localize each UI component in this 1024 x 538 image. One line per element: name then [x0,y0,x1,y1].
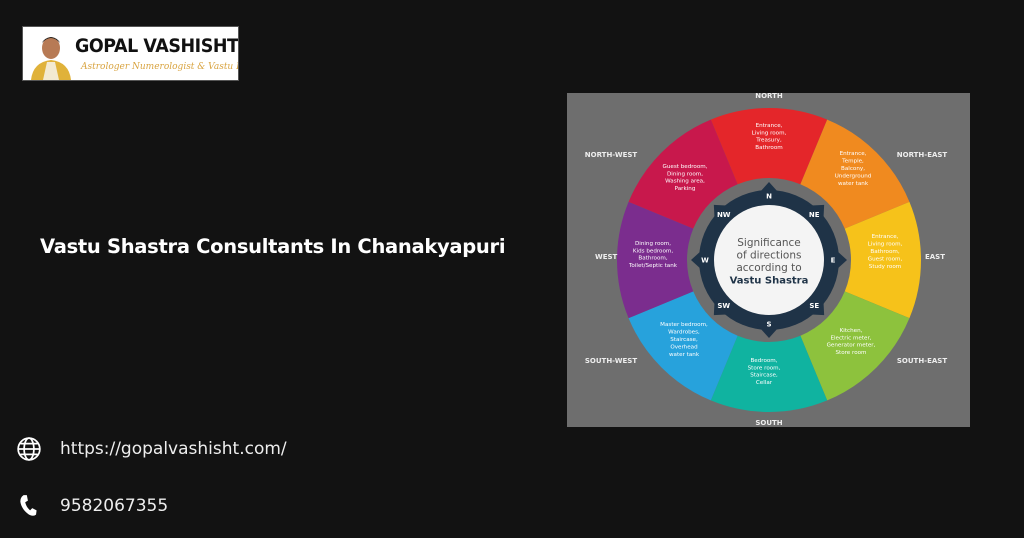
room-item: Cellar [756,380,773,386]
website-contact[interactable]: https://gopalvashisht.com/ [16,436,287,462]
room-item: Balcony, [841,166,865,172]
room-item: Guest room, [868,256,903,262]
room-item: Staircase, [750,373,778,379]
room-item: Bathroom, [638,256,667,262]
room-item: Guest bedroom, [663,164,708,170]
room-item: Electric meter, [830,335,871,341]
sector-rooms-label: Entrance,Living room, Treasury,Bathroom [752,123,787,151]
phone-contact[interactable]: 9582067355 [16,493,168,519]
room-item: Kitchen, [840,328,863,334]
compass-abbr-e: E [831,257,836,265]
room-item: Parking [675,186,696,192]
room-item: Living room, [752,130,787,136]
room-item: Living room, [868,242,903,248]
compass-point [713,204,732,223]
sector-rooms-label: Kitchen,Electric meter, Generator meter,S… [827,328,876,356]
sector-w [617,201,712,319]
room-item: Overhead [670,344,698,350]
brand-logo: GOPAL VASHISHT Astrologer Numerologist &… [22,26,239,81]
room-item: Bathroom, [870,249,899,255]
center-title-line: according to [736,262,801,274]
room-item: Store room [835,350,866,356]
page-title: Vastu Shastra Consultants In Chanakyapur… [40,235,506,258]
website-link[interactable]: https://gopalvashisht.com/ [60,439,287,459]
compass-abbr-n: N [766,193,772,201]
compass-point [833,248,847,272]
sector-n [710,108,828,203]
vastu-wheel: Entrance,Living room,Treasury,BathroomNO… [585,92,948,427]
room-item: Master bedroom, [660,322,708,328]
room-item: Toilet/Septic tank [628,263,678,269]
room-item: Underground [835,173,872,179]
room-item: Bedroom, [750,358,777,364]
compass-point [806,204,825,223]
sector-s [710,317,828,412]
portrait-image [29,30,73,80]
room-item: Temple, [841,159,864,165]
logo-tagline: Astrologer Numerologist & Vastu Expert [81,62,238,72]
direction-label: SOUTH-WEST [585,357,637,365]
center-title-line: of directions [737,250,802,262]
direction-label: SOUTH [755,419,782,427]
sector-e [826,201,921,319]
room-item: Kids bedroom, [633,248,673,254]
sector-rooms-label: Entrance, Temple,Balcony,Underground water… [835,151,872,187]
room-item: Entrance, [872,234,899,240]
sector-rooms-label: Entrance, Living room,Bathroom,Guest room… [868,234,903,270]
room-item: Bathroom [755,145,782,151]
direction-label: NORTH [755,93,783,100]
compass-point [806,297,825,316]
room-item: Washing area, [665,179,705,185]
room-item: Staircase, [670,337,698,343]
compass-abbr-w: W [701,257,709,265]
room-item: Dining room, [635,241,671,247]
room-item: Entrance, [756,123,783,129]
center-circle [714,205,824,315]
compass-abbr-nw: NW [717,211,731,219]
sector-rooms-label: Bedroom,Store room, Staircase,Cellar [748,358,781,386]
compass-abbr-se: SE [809,302,819,310]
logo-name: GOPAL VASHISHT [75,35,239,57]
sector-rooms-label: Dining room,Kids bedroom, Bathroom,Toilet… [628,241,678,269]
room-item: Entrance, [840,151,867,157]
room-item: Wardrobes, [668,330,700,336]
compass-abbr-ne: NE [809,211,820,219]
center-title-line: Significance [737,237,801,249]
room-item: Treasury, [755,138,782,144]
compass-point [757,182,781,196]
room-item: Study room [869,264,901,270]
room-item: Dining room, [667,171,703,177]
direction-label: EAST [925,253,945,261]
compass-abbr-sw: SW [717,302,730,310]
room-item: water tank [838,181,869,187]
direction-label: NORTH-EAST [897,151,948,159]
phone-number[interactable]: 9582067355 [60,496,169,516]
compass-point [757,324,781,338]
direction-label: SOUTH-EAST [897,357,947,365]
room-item: Store room, [748,365,781,371]
room-item: water tank [669,352,700,358]
phone-icon [20,495,37,516]
sector-rooms-label: Guest bedroom,Dining room, Washing area,P… [663,164,708,192]
globe-icon [17,437,41,461]
center-title-line: Vastu Shastra [730,276,809,287]
sector-rooms-label: Master bedroom, Wardrobes,Staircase,Overh… [660,322,708,358]
direction-label: NORTH-WEST [585,151,638,159]
compass-point [691,248,705,272]
compass-point [713,297,732,316]
room-item: Generator meter, [827,343,876,349]
compass-abbr-s: S [766,321,771,329]
direction-label: WEST [595,253,618,261]
